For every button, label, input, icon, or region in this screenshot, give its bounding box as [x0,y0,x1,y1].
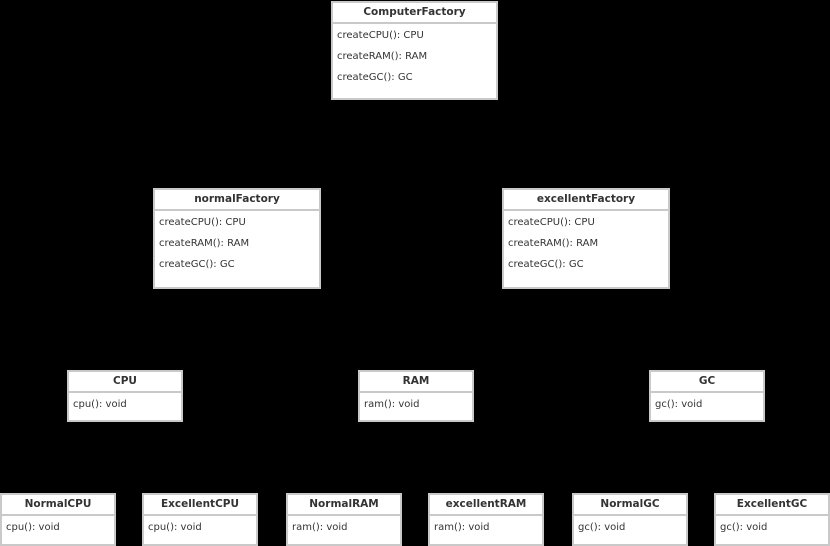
class-methods: cpu(): void [144,516,256,538]
method-gc: gc(): void [578,522,626,533]
class-methods: createCPU(): CPU createRAM(): RAM create… [155,211,319,275]
class-name: GC [651,372,763,393]
class-methods: gc(): void [574,516,686,538]
class-methods: gc(): void [716,516,828,538]
class-normal-cpu[interactable]: NormalCPU cpu(): void [0,493,116,546]
method-create-gc: createGC(): GC [159,259,235,270]
class-excellent-factory[interactable]: excellentFactory createCPU(): CPU create… [502,188,670,289]
class-normal-gc[interactable]: NormalGC gc(): void [572,493,688,546]
class-name: RAM [360,372,472,393]
method-create-ram: createRAM(): RAM [159,238,250,249]
method-cpu: cpu(): void [148,522,202,533]
class-methods: cpu(): void [2,516,114,538]
class-methods: gc(): void [651,393,763,415]
class-name: NormalCPU [2,495,114,516]
class-name: NormalRAM [288,495,400,516]
method-create-cpu: createCPU(): CPU [508,217,595,228]
method-create-ram: createRAM(): RAM [508,238,599,249]
method-ram: ram(): void [434,522,490,533]
method-gc: gc(): void [720,522,768,533]
class-name: ExcellentGC [716,495,828,516]
class-cpu[interactable]: CPU cpu(): void [67,370,183,422]
method-gc: gc(): void [655,399,703,410]
class-name: NormalGC [574,495,686,516]
class-name: ComputerFactory [333,3,496,24]
class-methods: createCPU(): CPU createRAM(): RAM create… [333,24,496,88]
class-gc[interactable]: GC gc(): void [649,370,765,422]
class-normal-ram[interactable]: NormalRAM ram(): void [286,493,402,546]
class-name: CPU [69,372,181,393]
class-computer-factory[interactable]: ComputerFactory createCPU(): CPU createR… [331,1,498,100]
class-methods: ram(): void [430,516,542,538]
class-name: excellentRAM [430,495,542,516]
class-name: excellentFactory [504,190,668,211]
class-ram[interactable]: RAM ram(): void [358,370,474,422]
method-ram: ram(): void [292,522,348,533]
class-methods: cpu(): void [69,393,181,415]
class-methods: ram(): void [360,393,472,415]
method-cpu: cpu(): void [73,399,127,410]
method-ram: ram(): void [364,399,420,410]
class-normal-factory[interactable]: normalFactory createCPU(): CPU createRAM… [153,188,321,289]
class-name: normalFactory [155,190,319,211]
method-create-cpu: createCPU(): CPU [159,217,246,228]
class-excellent-gc[interactable]: ExcellentGC gc(): void [714,493,830,546]
method-create-cpu: createCPU(): CPU [337,30,424,41]
method-cpu: cpu(): void [6,522,60,533]
class-excellent-cpu[interactable]: ExcellentCPU cpu(): void [142,493,258,546]
method-create-ram: createRAM(): RAM [337,51,428,62]
class-excellent-ram[interactable]: excellentRAM ram(): void [428,493,544,546]
method-create-gc: createGC(): GC [508,259,584,270]
class-methods: ram(): void [288,516,400,538]
method-create-gc: createGC(): GC [337,72,413,83]
class-methods: createCPU(): CPU createRAM(): RAM create… [504,211,668,275]
class-name: ExcellentCPU [144,495,256,516]
